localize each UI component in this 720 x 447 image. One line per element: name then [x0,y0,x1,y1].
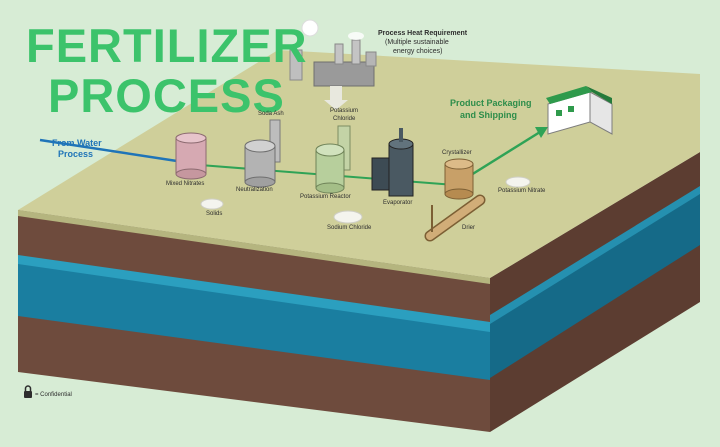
right-face-aquifer-top [490,186,700,324]
product-flow-arrowhead [535,127,548,138]
heat-requirement-label: Process Heat Requirement [378,30,468,37]
warehouse-building [546,86,613,135]
crystallizer-label: Crystallizer [442,150,472,156]
sodium-chloride-label: Sodium Chloride [327,225,372,231]
confidential-legend: = Confidential [35,392,72,398]
mixed-nitrates-label: Mixed Nitrates [166,181,205,187]
lock-icon [24,385,32,398]
mixed-nitrates-tank [175,132,207,180]
crystallizer-tank [444,158,474,200]
sodium-chloride-pile [333,210,363,224]
product-packaging-label: Product Packaging [450,98,532,108]
drier-label: Drier [462,225,475,231]
solids-label: Solids [206,211,223,217]
water-inflow-arrow [39,138,191,165]
potassium-nitrate-label: Potassium Nitrate [498,188,546,194]
soda-ash-label: Soda Ash [258,111,284,117]
potassium-reactor-tank [315,143,345,194]
neutralization-label: Neutralization [236,187,273,193]
from-water-label-1: From Water [52,138,102,148]
potassium-chloride-label-2: Chloride [333,116,356,122]
heat-requirement-sub2: energy choices) [393,48,443,55]
right-face-aquifer [490,192,700,378]
potassium-reactor-label: Potassium Reactor [300,194,351,200]
heat-requirement-sub1: (Multiple sustainable [385,39,449,46]
evaporator-label: Evaporator [383,200,413,206]
solids-pile [200,198,224,210]
top-surface [18,50,700,278]
front-face-aquifer [18,262,490,380]
potassium-chloride-label-1: Potassium [330,108,359,114]
title-line-1: FERTILIZER [26,19,308,72]
heat-factory [289,19,377,110]
evaporator-tank [371,128,414,197]
front-face-aquifer-top [18,255,490,332]
drier-pipe [424,194,486,242]
title-line-2: PROCESS [48,69,285,122]
top-surface-edge [18,210,490,284]
shipping-label: and Shipping [460,110,517,120]
neutralization-tank [244,139,276,188]
from-water-label-2: Process [58,149,94,159]
potassium-nitrate-pile [505,176,531,188]
